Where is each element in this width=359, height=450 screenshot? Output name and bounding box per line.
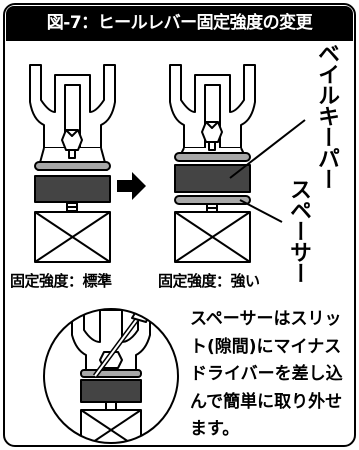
ring-left — [34, 161, 111, 171]
figure-title: 図-7：ヒールレバー固定強度の変更 — [6, 6, 353, 41]
instruction-text: スペーサーはスリット(隙間)にマイナスドライバーを差し込んで簡単に取り外せます。 — [190, 309, 343, 439]
strong-assembly — [169, 64, 256, 263]
figure-frame — [3, 3, 356, 447]
caption-standard: 固定強度：標準 — [10, 272, 112, 290]
spacer-right — [174, 195, 251, 205]
label-bail-keeper: ベイルキーパー — [314, 42, 339, 189]
detail-circle — [43, 308, 179, 444]
right-arrow-icon — [117, 172, 146, 200]
bail-keeper-leader — [229, 119, 306, 179]
standard-assembly — [29, 64, 116, 263]
spacer-leader — [239, 199, 283, 223]
caption-strong: 固定強度：強い — [158, 272, 260, 290]
label-spacer: スペーサー — [286, 178, 311, 283]
ring-right — [174, 152, 251, 162]
bail-keeper-left — [34, 175, 111, 203]
bail-keeper-right — [174, 164, 251, 193]
